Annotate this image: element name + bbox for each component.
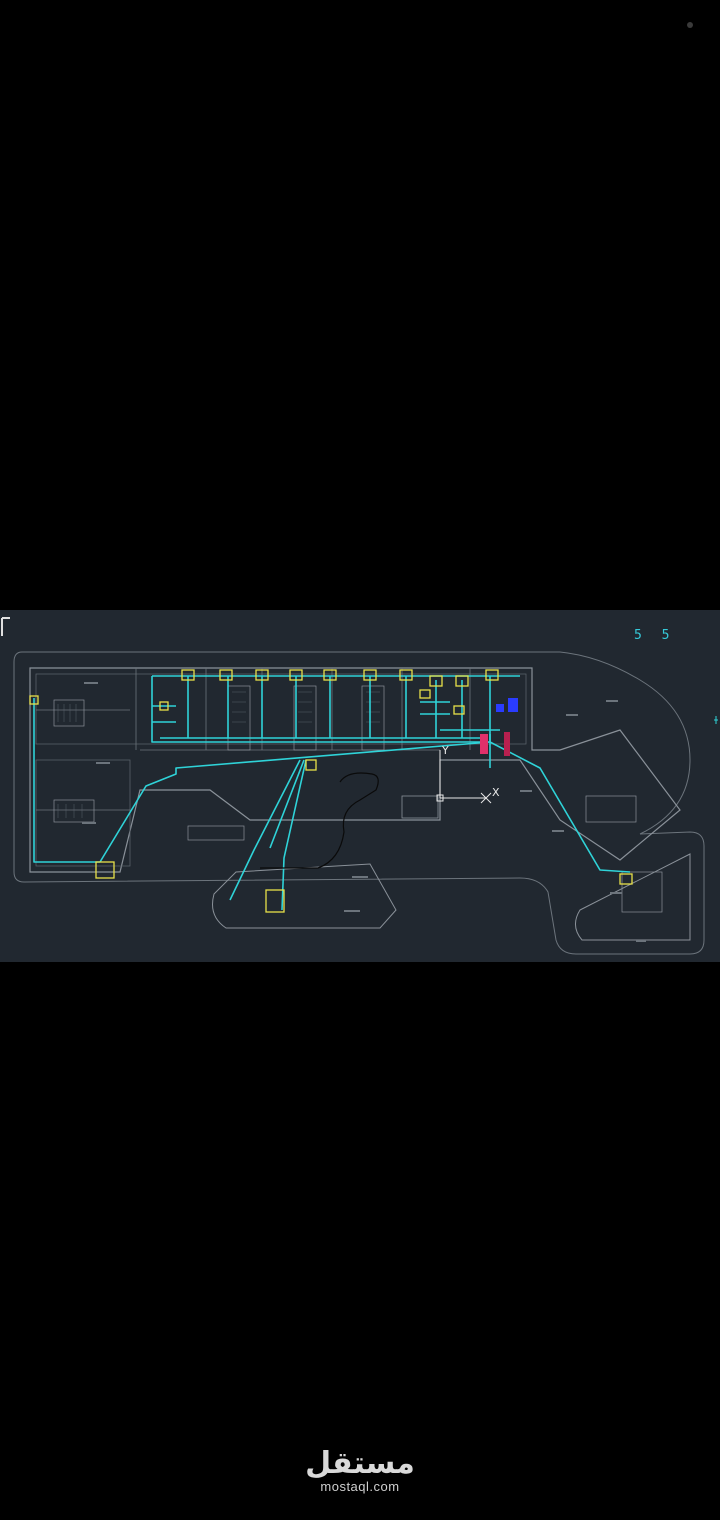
view-label: 5 5 <box>634 628 676 643</box>
watermark-logo: مستقل <box>305 1446 415 1481</box>
ucs-icon <box>436 750 492 804</box>
cad-floor-plan: Y X <box>1 617 718 955</box>
axis-y-label: Y <box>441 744 449 757</box>
status-dot <box>687 22 693 28</box>
watermark: مستقل mostaql.com <box>0 1448 720 1494</box>
axis-x-label: X <box>492 786 500 799</box>
cad-drawing-viewport[interactable]: Y X 5 5 <box>0 610 720 962</box>
watermark-url: mostaql.com <box>320 1479 400 1494</box>
